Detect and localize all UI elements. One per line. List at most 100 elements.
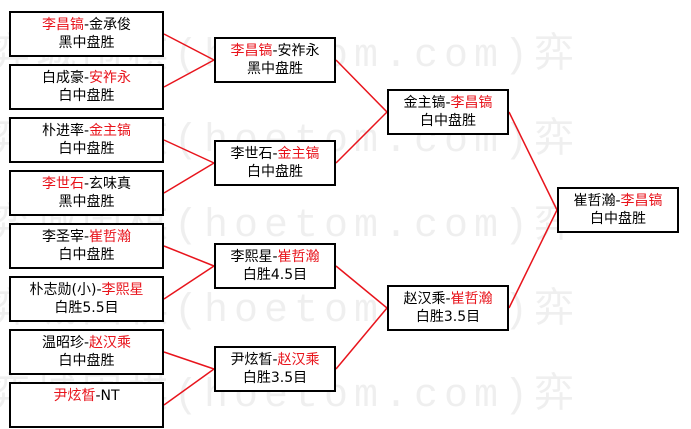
match-box: 李圣宰-崔哲瀚白中盘胜 <box>9 223 164 269</box>
bracket-connector <box>508 111 558 211</box>
player-name: NT <box>100 388 120 404</box>
vs-separator: - <box>83 70 90 86</box>
winner-name: 赵汉乘 <box>89 335 132 351</box>
bracket-connector <box>335 265 388 309</box>
player-name: 李熙星 <box>230 249 273 265</box>
match-players: 金主镐-李昌镐 <box>403 94 492 112</box>
winner-name: 崔哲瀚 <box>277 249 320 265</box>
match-players: 李世石-玄味真 <box>42 175 131 193</box>
match-players: 赵汉乘-崔哲瀚 <box>403 290 492 308</box>
match-box: 温昭珍-赵汉乘白中盘胜 <box>9 329 164 375</box>
match-result: 白胜3.5目 <box>415 309 481 325</box>
bracket-connector <box>163 162 215 194</box>
match-box: 金主镐-李昌镐白中盘胜 <box>387 89 509 135</box>
bracket-connector <box>163 368 215 406</box>
match-box: 李熙星-崔哲瀚白胜4.5目 <box>214 243 336 289</box>
player-name: 朴进率 <box>41 123 84 139</box>
bracket-connector <box>163 139 215 164</box>
vs-separator: - <box>272 146 278 162</box>
match-players: 尹炫晳-赵汉乘 <box>230 351 319 369</box>
match-result: 白中盘胜 <box>247 164 303 180</box>
match-result: 白中盘胜 <box>58 88 115 104</box>
match-players: 李昌镐-金承俊 <box>42 16 131 34</box>
match-players: 李圣宰-崔哲瀚 <box>42 228 131 246</box>
winner-name: 金主镐 <box>277 146 320 162</box>
winner-name: 安祚永 <box>89 70 132 86</box>
bracket-connector <box>163 265 215 300</box>
winner-name: 李昌镐 <box>41 17 84 33</box>
match-box: 李昌镐-金承俊黑中盘胜 <box>9 11 164 57</box>
player-name: 李世石 <box>230 146 273 162</box>
match-box: 李世石-金主镐白中盘胜 <box>214 140 336 186</box>
bracket-connector <box>163 33 215 61</box>
winner-name: 赵汉乘 <box>277 352 320 368</box>
winner-name: 尹炫晳 <box>53 388 96 404</box>
bracket-connector <box>163 59 215 88</box>
winner-name: 崔哲瀚 <box>450 291 493 307</box>
vs-separator: - <box>272 249 278 265</box>
match-box: 李昌镐-安祚永黑中盘胜 <box>214 37 336 83</box>
vs-separator: - <box>83 17 90 33</box>
match-result: 黑中盘胜 <box>58 194 115 210</box>
player-name: 温昭珍 <box>41 335 84 351</box>
match-players: 李世石-金主镐 <box>230 145 319 163</box>
match-result: 黑中盘胜 <box>58 35 115 51</box>
bracket-connector <box>335 59 388 113</box>
match-box: 尹炫晳-赵汉乘白胜3.5目 <box>214 346 336 392</box>
vs-separator: - <box>83 176 90 192</box>
match-players: 崔哲瀚-李昌镐 <box>573 192 662 210</box>
match-result: 白中盘胜 <box>58 353 115 369</box>
vs-separator: - <box>83 229 90 245</box>
match-players: 温昭珍-赵汉乘 <box>42 334 131 352</box>
match-players: 李熙星-崔哲瀚 <box>230 248 319 266</box>
player-name: 朴志勋(小) <box>29 282 97 298</box>
player-name: 金承俊 <box>89 17 132 33</box>
match-players: 李昌镐-安祚永 <box>230 42 319 60</box>
vs-separator: - <box>272 43 278 59</box>
player-name: 玄味真 <box>89 176 132 192</box>
match-result: 白中盘胜 <box>590 211 646 227</box>
winner-name: 李昌镐 <box>230 43 273 59</box>
player-name: 白成豪 <box>41 70 84 86</box>
match-players: 白成豪-安祚永 <box>42 69 131 87</box>
vs-separator: - <box>96 282 102 298</box>
vs-separator: - <box>83 335 90 351</box>
match-box: 尹炫晳-NT <box>9 382 164 428</box>
match-players: 尹炫晳-NT <box>53 387 119 405</box>
match-result: 白中盘胜 <box>58 141 115 157</box>
winner-name: 李世石 <box>41 176 84 192</box>
winner-name: 李昌镐 <box>450 95 493 111</box>
match-box: 赵汉乘-崔哲瀚白胜3.5目 <box>387 285 509 331</box>
match-result: 白胜5.5目 <box>54 300 119 316</box>
player-name: 崔哲瀚 <box>573 193 616 209</box>
match-box: 崔哲瀚-李昌镐白中盘胜 <box>557 187 679 233</box>
player-name: 安祚永 <box>277 43 320 59</box>
player-name: 赵汉乘 <box>403 291 446 307</box>
winner-name: 李昌镐 <box>620 193 663 209</box>
match-box: 朴进率-金主镐白中盘胜 <box>9 117 164 163</box>
vs-separator: - <box>95 388 101 404</box>
match-result: 白中盘胜 <box>58 247 115 263</box>
match-result: 白中盘胜 <box>420 113 476 129</box>
vs-separator: - <box>83 123 90 139</box>
match-result: 白胜3.5目 <box>242 370 308 386</box>
winner-name: 崔哲瀚 <box>89 229 132 245</box>
vs-separator: - <box>445 291 451 307</box>
player-name: 金主镐 <box>403 95 446 111</box>
winner-name: 李熙星 <box>101 282 144 298</box>
match-players: 朴进率-金主镐 <box>42 122 131 140</box>
match-result: 白胜4.5目 <box>242 267 308 283</box>
player-name: 李圣宰 <box>41 229 84 245</box>
match-box: 李世石-玄味真黑中盘胜 <box>9 170 164 216</box>
winner-name: 金主镐 <box>89 123 132 139</box>
bracket-connector <box>335 307 388 370</box>
match-result: 黑中盘胜 <box>247 61 303 77</box>
bracket-connector <box>163 245 215 267</box>
vs-separator: - <box>272 352 278 368</box>
vs-separator: - <box>615 193 621 209</box>
player-name: 尹炫晳 <box>230 352 273 368</box>
bracket-connector <box>508 209 558 309</box>
bracket-connector <box>163 351 215 370</box>
